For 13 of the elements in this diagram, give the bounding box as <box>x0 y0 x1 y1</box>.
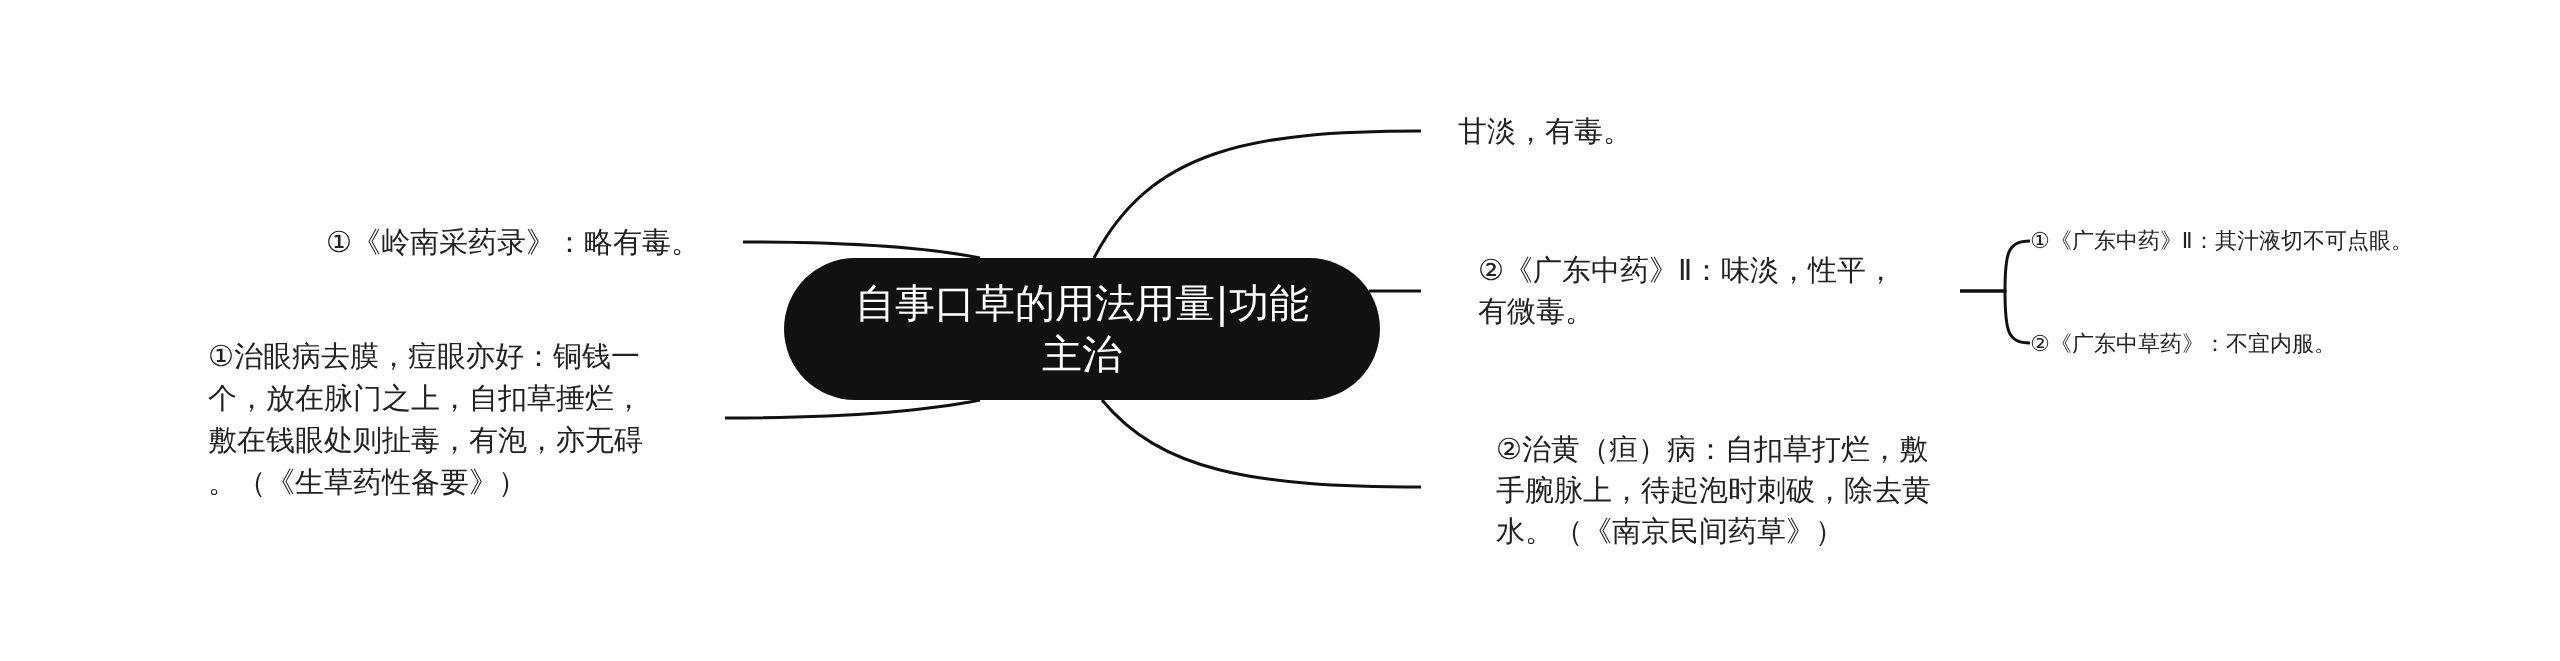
sub-branch-text: ①《广东中药》Ⅱ：其汁液切不可点眼。 <box>2030 227 2500 255</box>
branch-line <box>1092 129 1421 259</box>
branch-text: ②治黄（疸）病：自扣草打烂，敷手腕脉上，待起泡时刺破，除去黄水。（《南京民间药草》） <box>1421 429 1941 552</box>
branch-text: ①《岭南采药录》：略有毒。 <box>326 222 743 262</box>
branch-line <box>725 398 981 420</box>
topic-pill: 自事口草的用法用量|功能主治 <box>784 258 1380 400</box>
branch-text: ①治眼病去膜，痘眼亦好：铜钱一个，放在脉门之上，自扣草捶烂，敷在钱眼处则扯毒，有泡，亦无碍。（《生草药性备要》） <box>208 335 725 503</box>
branch-line <box>743 240 981 260</box>
branch-text: ②《广东中药》Ⅱ：味淡，性平，有微毒。 <box>1421 250 1960 332</box>
sub-branch-text: ②《广东中草药》：不宜内服。 <box>2030 330 2500 358</box>
branch-text: 甘淡，有毒。 <box>1421 111 1721 151</box>
branch-line <box>1369 289 1421 293</box>
branch-line <box>1100 399 1421 489</box>
